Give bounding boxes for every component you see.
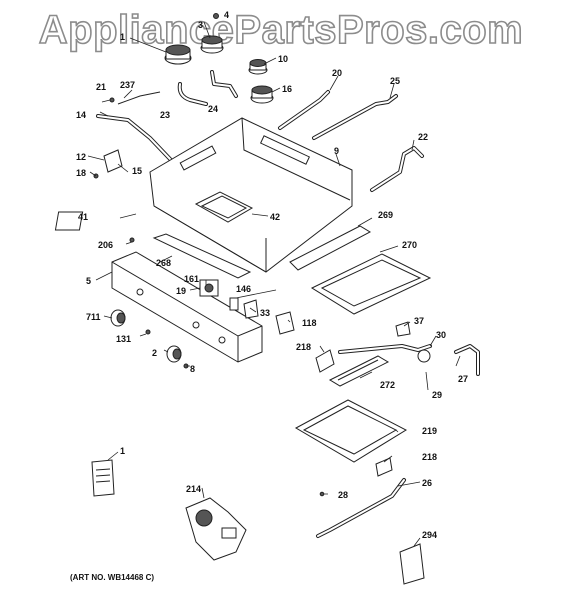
igniter-218 — [315, 349, 335, 373]
callout-42: 42 — [270, 212, 281, 222]
valve-12 — [103, 149, 123, 173]
valve-19 — [199, 279, 219, 297]
art-number: (ART NO. WB14468 C) — [70, 573, 155, 582]
regulator-214 — [185, 497, 247, 561]
callout-218: 218 — [296, 342, 312, 352]
callout-28: 28 — [338, 490, 349, 500]
callout-41: 41 — [78, 212, 89, 222]
plate-41 — [54, 211, 84, 231]
knob-2 — [166, 345, 182, 363]
callout-24: 24 — [208, 104, 219, 114]
callout-30: 30 — [436, 330, 447, 340]
tray-42 — [194, 191, 254, 223]
callout-14: 14 — [76, 110, 87, 120]
callout-21: 21 — [96, 82, 107, 92]
strip-269 — [289, 225, 372, 271]
knob-711 — [110, 309, 126, 327]
callout-218-lower: 218 — [422, 452, 438, 462]
screw-21 — [109, 97, 115, 103]
callout-272: 272 — [380, 380, 396, 390]
callout-268: 268 — [156, 258, 172, 268]
burner-272 — [328, 355, 390, 387]
strip-268 — [152, 233, 252, 279]
fitting-237 — [117, 91, 161, 105]
burner-head-16 — [250, 85, 274, 104]
screw-131 — [145, 329, 151, 335]
callout-20: 20 — [332, 68, 343, 78]
callout-1-manual: 1 — [120, 446, 126, 456]
callout-22: 22 — [418, 132, 429, 142]
callout-214: 214 — [186, 484, 202, 494]
tube-26 — [316, 478, 406, 538]
callout-1: 1 — [120, 32, 126, 42]
manifold-panel-5 — [111, 251, 263, 363]
callout-8: 8 — [190, 364, 196, 374]
callout-29: 29 — [432, 390, 443, 400]
callout-219: 219 — [422, 426, 438, 436]
igniter-218-lower — [375, 457, 393, 477]
callout-3: 3 — [198, 20, 204, 30]
callout-27: 27 — [458, 374, 469, 384]
callout-10: 10 — [278, 54, 289, 64]
callout-206: 206 — [98, 240, 114, 250]
callout-269: 269 — [378, 210, 394, 220]
callout-294: 294 — [422, 530, 438, 540]
screw-4 — [213, 13, 219, 19]
callout-19: 19 — [176, 286, 187, 296]
watermark: AppliancePartsPros.com — [38, 7, 524, 53]
burner-tube-22 — [370, 146, 424, 192]
callout-25: 25 — [390, 76, 401, 86]
callout-237: 237 — [120, 80, 136, 90]
callout-37: 37 — [414, 316, 425, 326]
callout-131: 131 — [116, 334, 132, 344]
callout-18: 18 — [76, 168, 87, 178]
switch-146 — [229, 297, 239, 311]
screw-28 — [319, 491, 325, 497]
callout-2: 2 — [152, 348, 158, 358]
bracket-294 — [399, 543, 425, 585]
burner-head-3 — [200, 35, 224, 54]
fitting-29 — [417, 349, 431, 363]
owners-manual-1 — [91, 459, 115, 497]
callout-12: 12 — [76, 152, 87, 162]
burner-box-9 — [149, 117, 353, 273]
screw-206 — [129, 237, 135, 243]
clip-118 — [275, 311, 295, 335]
bracket-37 — [395, 321, 411, 337]
baffle-219 — [294, 399, 408, 463]
panel-270 — [310, 253, 432, 315]
callout-23: 23 — [160, 110, 171, 120]
callout-161: 161 — [184, 274, 200, 284]
callout-26: 26 — [422, 478, 433, 488]
callout-711: 711 — [86, 312, 101, 322]
callout-33: 33 — [260, 308, 271, 318]
callout-270: 270 — [402, 240, 418, 250]
callout-118: 118 — [302, 318, 317, 328]
callout-146: 146 — [236, 284, 252, 294]
callout-16: 16 — [282, 84, 293, 94]
burner-head-1 — [164, 44, 192, 65]
callout-5: 5 — [86, 276, 92, 286]
callout-15: 15 — [132, 166, 143, 176]
burner-head-10 — [248, 59, 268, 75]
callout-9: 9 — [334, 146, 340, 156]
callout-4: 4 — [224, 10, 230, 20]
